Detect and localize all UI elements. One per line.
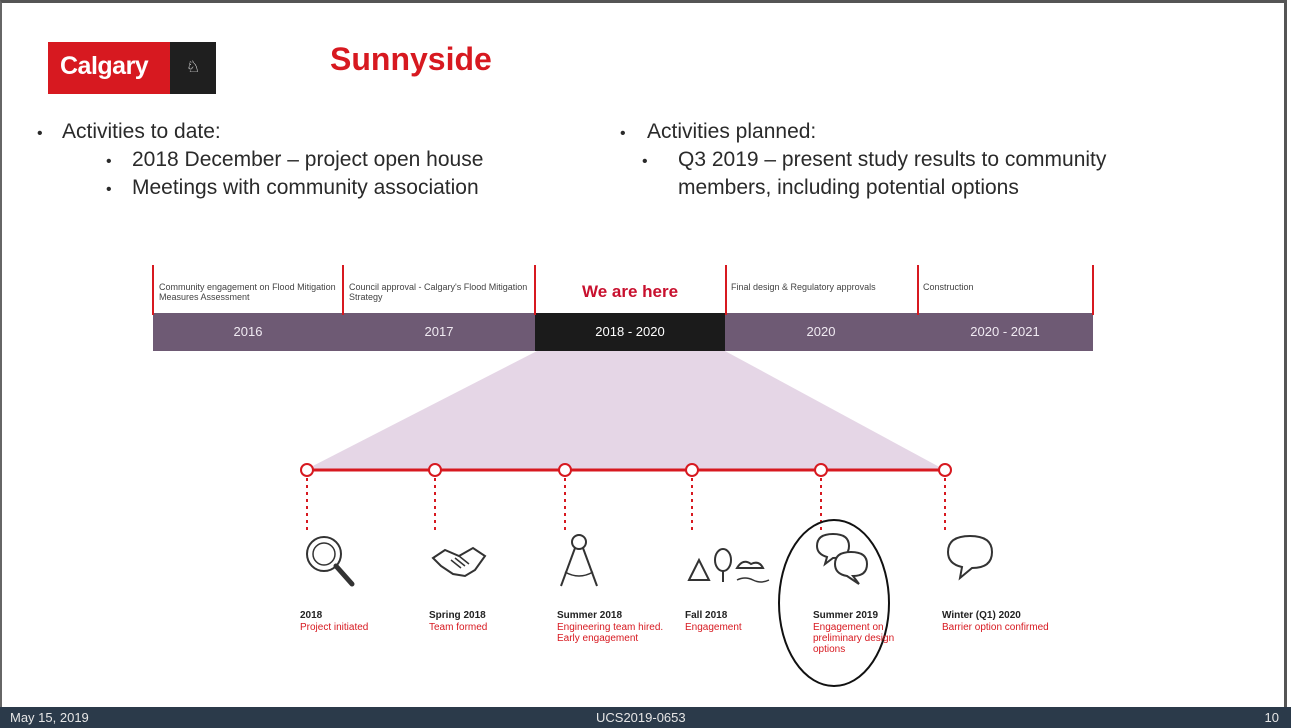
left-item: • Meetings with community association — [37, 174, 483, 202]
logo-text: Calgary — [60, 52, 149, 80]
milestone-period: Fall 2018 — [685, 610, 728, 621]
timeline-divider — [1092, 265, 1094, 315]
milestone-desc: Barrier option confirmed — [942, 622, 1049, 633]
timeline-stage: Final design & Regulatory approvals 2020 — [725, 265, 917, 351]
bullet-icon: • — [642, 153, 648, 170]
timeline-divider — [917, 265, 919, 315]
milestone-period: Spring 2018 — [429, 610, 486, 621]
zoom-fan — [305, 351, 945, 470]
highlight-circle — [778, 519, 890, 687]
project-timeline: Community engagement on Flood Mitigation… — [153, 265, 1093, 351]
stage-caption: Community engagement on Flood Mitigation… — [159, 282, 336, 302]
milestone-period: Summer 2019 — [813, 610, 879, 621]
compass-icon — [560, 534, 598, 587]
milestone-desc: Project initiated — [300, 622, 369, 633]
page-number: 10 — [1264, 710, 1279, 725]
timeline-stage: Council approval - Calgary's Flood Mitig… — [343, 265, 535, 351]
footer-date: May 15, 2019 — [10, 710, 89, 725]
right-heading: Activities planned: — [647, 120, 817, 143]
stage-year: 2017 — [343, 313, 535, 351]
timeline-divider — [534, 265, 536, 315]
timeline-divider — [725, 265, 727, 315]
milestone-desc: Engineering team hired. Early engagement — [557, 622, 664, 644]
landscape-icon — [687, 548, 770, 583]
timeline-divider — [152, 265, 154, 315]
right-item-text: Q3 2019 – present study results to commu… — [678, 148, 1107, 171]
timeline-stage: Community engagement on Flood Mitigation… — [153, 265, 343, 351]
handshake-icon — [431, 546, 487, 578]
left-item-text: Meetings with community association — [132, 176, 479, 199]
stage-year: 2020 — [725, 313, 917, 351]
timeline-stage-current: We are here 2018 - 2020 — [535, 265, 725, 351]
activities-planned: • Activities planned: • Q3 2019 – presen… — [620, 118, 1106, 202]
left-heading-row: • Activities to date: — [37, 118, 483, 146]
right-item: • Q3 2019 – present study results to com… — [620, 146, 1106, 174]
crest-icon: ♘ — [170, 42, 216, 94]
right-heading-row: • Activities planned: — [620, 118, 1106, 146]
milestone-period: Winter (Q1) 2020 — [942, 610, 1021, 621]
activities-to-date: • Activities to date: • 2018 December – … — [37, 118, 483, 202]
left-item: • 2018 December – project open house — [37, 146, 483, 174]
milestone-period: 2018 — [300, 610, 323, 621]
footer-bar: May 15, 2019 UCS2019-0653 10 — [0, 707, 1291, 728]
stage-caption: Council approval - Calgary's Flood Mitig… — [349, 282, 528, 302]
right-item-text: members, including potential options — [678, 176, 1019, 199]
speech-bubble-icon — [946, 534, 994, 581]
stage-caption: Final design & Regulatory approvals — [731, 282, 876, 292]
milestone-desc: Engagement — [685, 622, 742, 633]
we-are-here-label: We are here — [581, 282, 679, 301]
bullet-icon: • — [106, 181, 112, 198]
milestone-desc: Engagement on preliminary design options — [813, 622, 895, 655]
stage-caption: Construction — [923, 282, 974, 292]
milestone-period: Summer 2018 — [557, 610, 623, 621]
right-item-continued: members, including potential options — [620, 174, 1106, 202]
page-title: Sunnyside — [330, 41, 492, 77]
slide-frame — [0, 0, 1287, 707]
milestone-nodes — [300, 463, 952, 477]
bullet-icon: • — [106, 153, 112, 170]
timeline-divider — [342, 265, 344, 315]
calgary-logo: Calgary ♘ — [48, 42, 216, 94]
magnifier-icon — [306, 536, 355, 587]
bullet-icon: • — [37, 125, 43, 142]
speech-bubbles-icon — [815, 532, 869, 585]
left-item-text: 2018 December – project open house — [132, 148, 484, 171]
bullet-icon: • — [620, 125, 626, 142]
footer-code: UCS2019-0653 — [596, 710, 686, 725]
left-heading: Activities to date: — [62, 120, 221, 143]
milestone-connectors — [306, 478, 946, 530]
timeline-zoom-graphic — [300, 351, 952, 687]
stage-year: 2016 — [153, 313, 343, 351]
milestone-desc: Team formed — [429, 622, 488, 633]
stage-year: 2020 - 2021 — [917, 313, 1093, 351]
timeline-stage: Construction 2020 - 2021 — [917, 265, 1093, 351]
stage-year: 2018 - 2020 — [535, 313, 725, 351]
